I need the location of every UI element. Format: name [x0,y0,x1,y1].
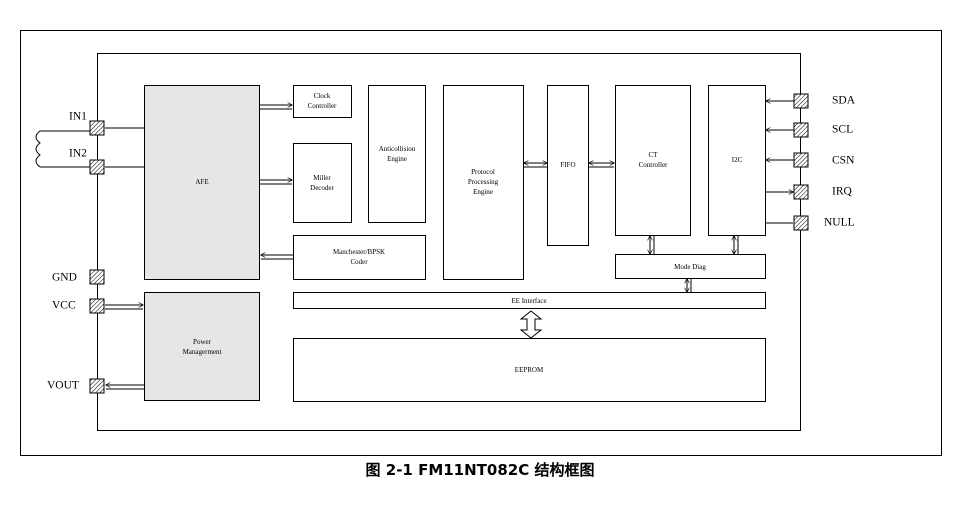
gnd-label: GND [52,272,77,284]
sda-pin [793,93,809,109]
engine-label: Engine [387,155,407,163]
miller-label: Miller [313,174,331,182]
null-pin [793,215,809,231]
in2-label: IN2 [69,148,87,160]
scl-pin [793,122,809,138]
ct-controller-block: CT Controller [615,85,691,236]
svg-text:Mode Diag: Mode Diag [674,263,706,271]
protocol-label: Protocol [471,168,495,176]
managerment-label: Managerment [183,348,222,356]
manchester-label: Manchester/BPSK [333,248,385,256]
mode-diag-block: Mode Diag [615,254,766,279]
coder-label: Coder [350,258,368,266]
eeprom-block: EEPROM [293,338,766,402]
figure-caption: 图 2-1 FM11NT082C 结构框图 [365,461,595,479]
chip-boundary [97,53,801,431]
sda-label: SDA [832,95,856,107]
controller-label: Controller [308,102,337,110]
gnd-pin [89,269,105,285]
processing-label: Processing [468,178,499,186]
vout-pin [89,378,105,394]
null-label: NULL [824,217,855,229]
in2-pin [89,159,105,175]
i2c-label: I2C [732,156,743,164]
power-label: Power [193,338,212,346]
ct-controller-label: Controller [639,161,668,169]
decoder-label: Decoder [310,184,334,192]
ee-interface-label: EE Interface [511,297,546,305]
manchester-coder-block: Manchester/BPSK Coder [293,235,426,280]
csn-label: CSN [832,155,855,167]
vout-label: VOUT [47,380,79,392]
svg-text:AFE: AFE [195,178,208,186]
fifo-label: FIFO [560,161,575,169]
anticollision-label: Anticollision [379,145,416,153]
clock-label: Clock [314,92,331,100]
antenna-coil [35,130,97,168]
svg-text:EEPROM: EEPROM [515,366,544,374]
svg-text:EE Interface: EE Interface [511,297,546,305]
ee-interface-block: EE Interface [293,292,766,309]
figure-frame [20,30,942,456]
i2c-block: I2C [708,85,766,236]
mode-diag-label: Mode Diag [674,263,706,271]
svg-text:I2C: I2C [732,156,743,164]
in1-label: IN1 [69,111,87,123]
signal-lines [105,101,798,390]
irq-pin [793,184,809,200]
protocol-engine-label: Engine [473,188,493,196]
scl-label: SCL [832,124,853,136]
vcc-label: VCC [52,300,76,312]
vcc-pin [89,298,105,314]
afe-block: AFE [144,85,260,280]
eeprom-label: EEPROM [515,366,544,374]
ee-eeprom-arrow [519,310,543,339]
fifo-block: FIFO [547,85,589,246]
svg-text:FIFO: FIFO [560,161,575,169]
irq-label: IRQ [832,186,853,198]
in1-pin [89,120,105,136]
ct-label: CT [649,151,659,159]
afe-label: AFE [195,178,208,186]
csn-pin [793,152,809,168]
